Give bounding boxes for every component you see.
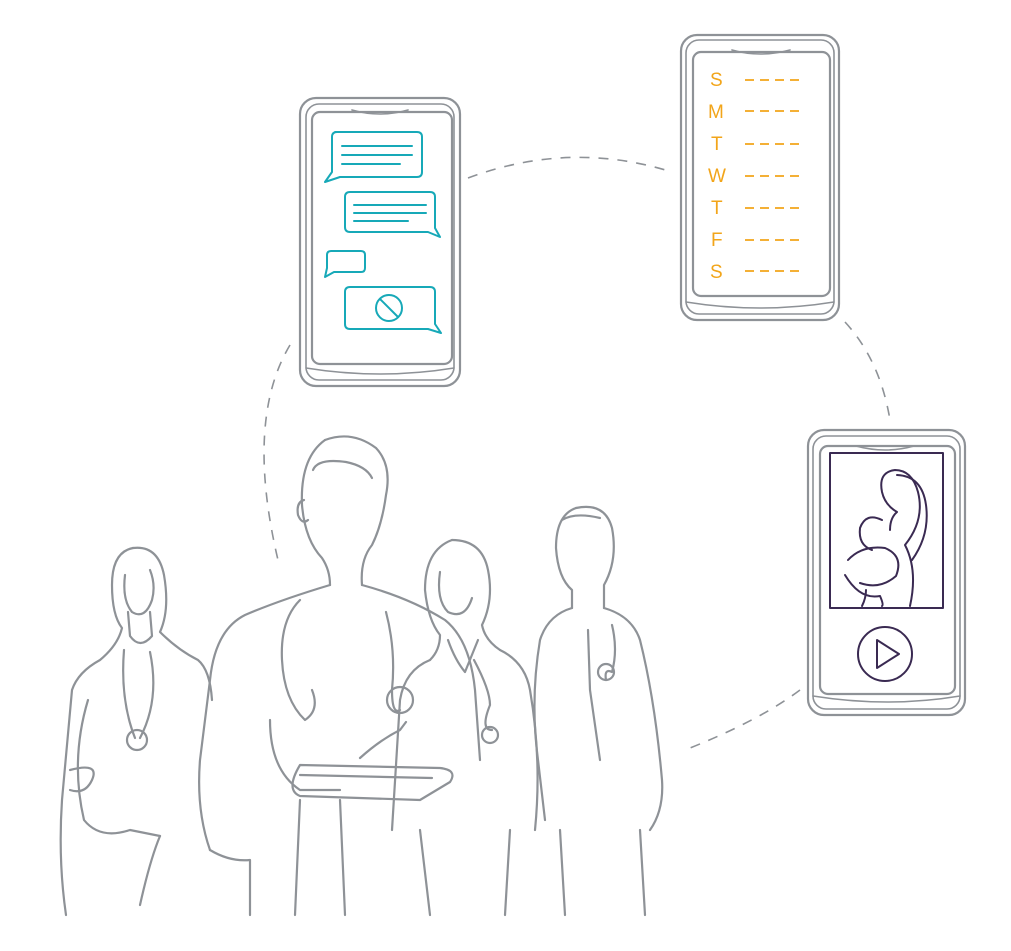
weekday-label: T [711,198,723,219]
video-phone [806,428,967,717]
calendar-phone: S M T W T F S [679,33,841,322]
female-doctor-left [59,546,214,917]
weekday-label: S [710,262,723,283]
weekday-list: S M T W T F S [708,70,805,283]
chat-bubble-outgoing-blocked [344,286,442,334]
mother-and-child-illustration [844,469,928,607]
play-icon [876,639,900,669]
male-doctor-center [198,435,482,917]
weekday-label: W [708,166,726,187]
medical-staff-group [59,435,664,917]
video-thumbnail [829,452,944,609]
chat-bubble-incoming-2 [324,250,366,278]
weekday-label: M [708,102,724,123]
chat-bubble-incoming-1 [324,131,423,183]
weekday-label: F [711,230,723,251]
weekday-label: T [711,134,723,155]
orbit-dashed-arc [263,156,891,749]
no-symbol-icon [375,294,403,322]
female-doctor-right [390,538,539,917]
weekday-label: S [710,70,723,91]
play-button[interactable] [857,626,913,682]
chat-phone [298,96,462,388]
chat-bubble-outgoing-1 [344,191,441,238]
male-doctor-right [533,505,664,917]
